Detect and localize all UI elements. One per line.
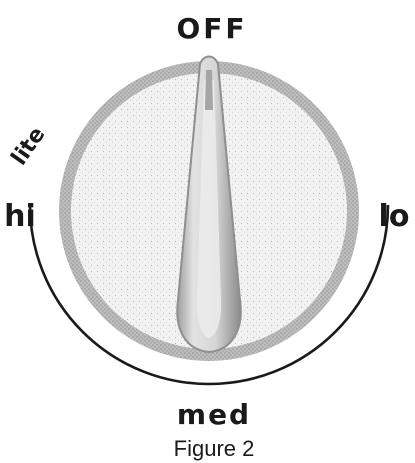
knob[interactable] xyxy=(59,57,359,362)
figure-caption: Figure 2 xyxy=(174,436,255,461)
pointer-indicator-mark xyxy=(205,70,213,110)
label-lo: lo xyxy=(379,199,410,234)
label-off: OFF xyxy=(176,12,247,45)
label-med: med xyxy=(177,398,251,431)
label-hi: hi xyxy=(4,199,36,234)
label-lite: lite xyxy=(7,123,51,171)
